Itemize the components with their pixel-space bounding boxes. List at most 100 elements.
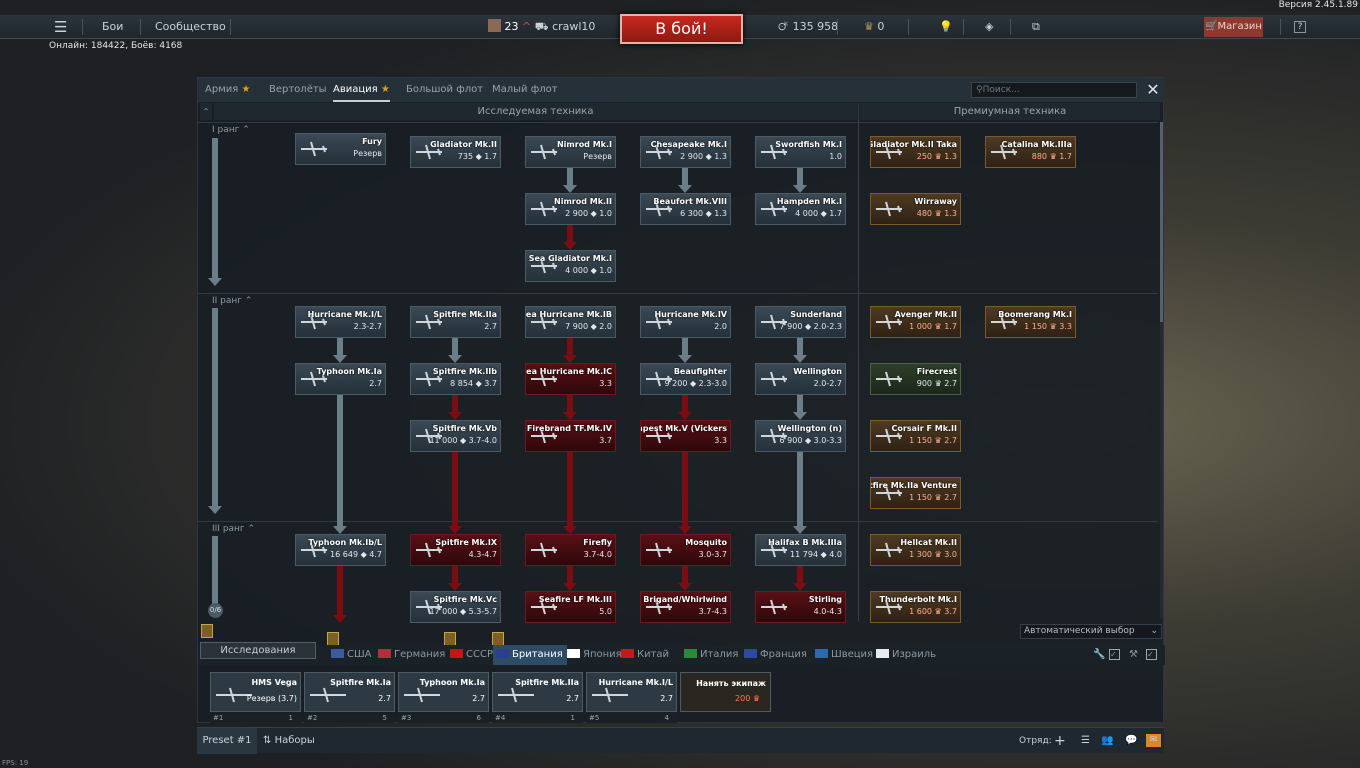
tab-bluewater-fleet[interactable]: Большой флот bbox=[406, 84, 484, 95]
community-menu[interactable]: Сообщество bbox=[155, 20, 226, 33]
add-squad-icon[interactable]: + bbox=[1054, 733, 1066, 749]
collapse-all-icon[interactable]: ⌃ bbox=[200, 103, 212, 120]
decals-icon[interactable]: ◈ bbox=[985, 20, 994, 33]
contacts-icon[interactable]: 👥 bbox=[1101, 735, 1114, 746]
tree-arrow bbox=[678, 526, 692, 534]
nation-tab-0[interactable]: США bbox=[328, 645, 376, 665]
repair-all-icon[interactable]: ⚒ bbox=[1129, 649, 1138, 660]
auto-select-dropdown[interactable]: Автоматический выбор⌄ bbox=[1020, 624, 1162, 639]
shop-button[interactable]: 🛒Магазин bbox=[1204, 17, 1263, 37]
wrench-icon[interactable]: 🔧 bbox=[1093, 649, 1106, 660]
menu-icon[interactable]: ☰ bbox=[54, 18, 68, 36]
tab-aviation[interactable]: Авиация ★ bbox=[333, 78, 390, 102]
help-button[interactable]: ? bbox=[1294, 21, 1306, 33]
vehicle-card-wellingtonn[interactable]: Wellington (n)6 900 ◆ 3.0-3.3 bbox=[755, 420, 846, 452]
tab-coastal-fleet[interactable]: Малый флот bbox=[492, 84, 558, 95]
tab-army[interactable]: Армия ★ bbox=[205, 78, 250, 102]
silver-lions[interactable]: 🜚 135 958 bbox=[778, 15, 838, 39]
mail-icon[interactable]: ✉ bbox=[1146, 734, 1161, 747]
golden-eagles[interactable]: ♛ 0 bbox=[864, 15, 884, 39]
chevron-up-icon[interactable]: ⌃ bbox=[244, 296, 253, 306]
tab-helicopters[interactable]: Вертолёты bbox=[269, 84, 327, 95]
nation-tab-8[interactable]: Швеция bbox=[812, 645, 877, 665]
coupon-icon[interactable]: ⧉ bbox=[1032, 20, 1040, 33]
tree-scrollbar-thumb[interactable] bbox=[1160, 122, 1163, 322]
research-button[interactable]: Исследования bbox=[200, 642, 316, 659]
nation-tab-5[interactable]: Китай bbox=[618, 645, 673, 665]
nation-tab-1[interactable]: Германия bbox=[375, 645, 449, 665]
crew-number: #3 bbox=[401, 714, 412, 722]
profile-button[interactable]: 23 ^ ⛟ crawl10 bbox=[488, 15, 595, 39]
chat-icon[interactable]: 💬 bbox=[1125, 735, 1138, 746]
checkbox-icon[interactable]: ✓ bbox=[1146, 649, 1157, 660]
vehicle-stats: 2.3-2.7 bbox=[353, 322, 382, 331]
chevron-up-icon[interactable]: ⌃ bbox=[242, 125, 250, 135]
battles-menu[interactable]: Бои bbox=[102, 20, 124, 33]
close-button[interactable]: ✕ bbox=[1146, 80, 1160, 99]
chevron-up-icon[interactable]: ⌃ bbox=[247, 524, 256, 534]
nation-tab-3[interactable]: Британия bbox=[493, 645, 567, 665]
nation-tab-6[interactable]: Италия bbox=[681, 645, 742, 665]
list-icon[interactable]: ☰ bbox=[1081, 735, 1090, 746]
nation-tab-2[interactable]: СССР bbox=[447, 645, 497, 665]
to-battle-button[interactable]: В бой! bbox=[620, 14, 743, 44]
nation-tab-9[interactable]: Израиль bbox=[873, 645, 940, 665]
aircraft-icon bbox=[644, 200, 674, 218]
preset-tab[interactable]: Preset #1 bbox=[197, 728, 257, 754]
search-input[interactable]: ⚲Поиск... bbox=[971, 82, 1137, 98]
tree-scrollbar[interactable] bbox=[1160, 122, 1163, 619]
lightbulb-icon[interactable]: 💡 bbox=[939, 20, 953, 33]
sets-button[interactable]: ⇅ Наборы bbox=[263, 728, 315, 754]
nation-tab-4[interactable]: Япония bbox=[564, 645, 626, 665]
checkbox-icon[interactable]: ✓ bbox=[1109, 649, 1120, 660]
nation-tab-7[interactable]: Франция bbox=[741, 645, 811, 665]
